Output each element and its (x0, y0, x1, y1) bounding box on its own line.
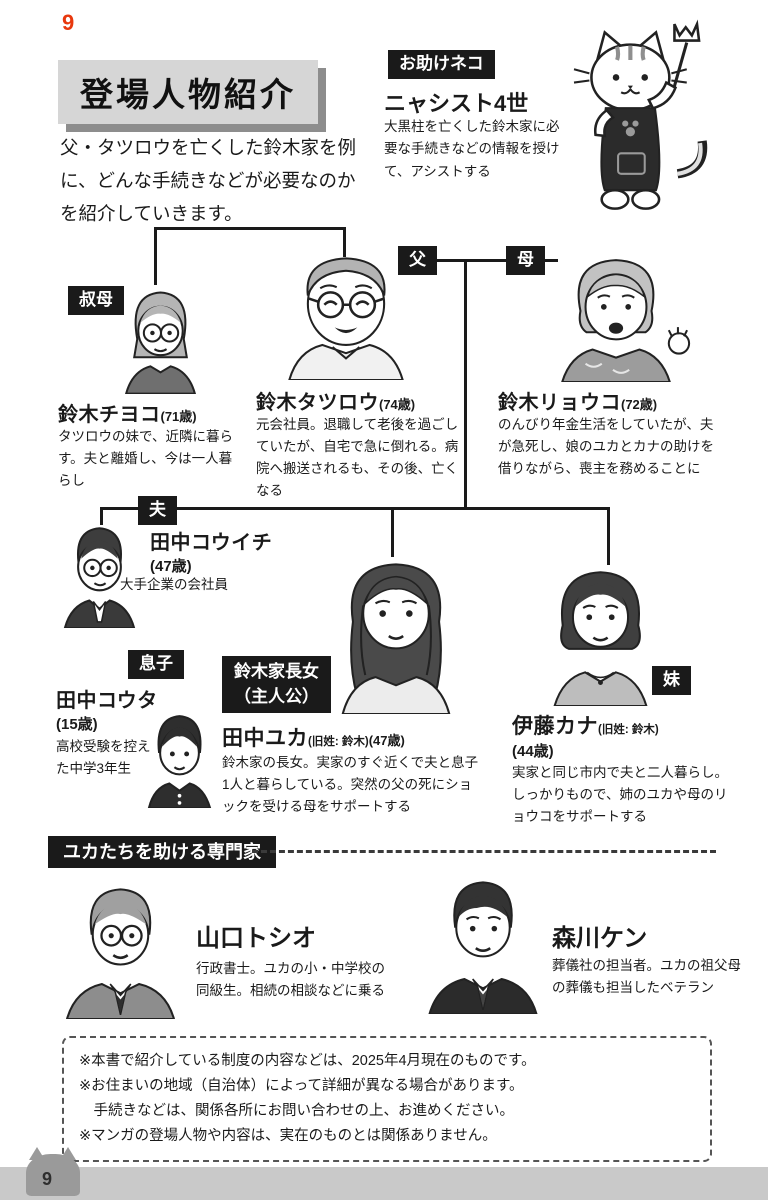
tag-sister: 妹 (652, 666, 691, 695)
desc-ryouko: のんびり年金生活をしていたが、夫が急死し、娘のユカとカナの助けを借りながら、喪主… (498, 417, 714, 476)
tag-mother: 母 (506, 246, 545, 275)
disclaimer-line: ※本書で紹介している制度の内容などは、2025年4月現在のものです。 (79, 1053, 536, 1069)
crown-wand-icon (671, 19, 701, 91)
desc-yuka: 鈴木家の長女。実家のすぐ近くで夫と息子1人と暮らしている。突然の父の死にショック… (222, 755, 479, 814)
portrait-yuka (341, 563, 451, 714)
page-title-text: 登場人物紹介 (80, 76, 296, 113)
page-title: 登場人物紹介 (58, 60, 318, 124)
tree-line-parents-couple (430, 259, 558, 262)
tree-line-to-husband (100, 507, 103, 525)
cat-arm-left (593, 108, 615, 138)
portrait-kouichi (63, 527, 136, 628)
portrait-chiyoko (124, 291, 197, 394)
tree-line-to-protagonist (391, 507, 394, 557)
name-yuka: 田中ユカ(旧姓: 鈴木)(47歳) (222, 727, 405, 750)
tag-protagonist: 鈴木家長女 （主人公） (222, 656, 331, 714)
desc-chiyoko: タツロウの妹で、近隣に暮らす。夫と離婚し、今は一人暮らし (58, 429, 233, 488)
name-kana: 伊藤カナ(旧姓: 鈴木) (44歳) (512, 715, 659, 760)
cat-arm-right (647, 80, 678, 110)
desc-yamaguchi: 行政書士。ユカの小・中学校の同級生。相続の相談などに乗る (196, 961, 385, 998)
disclaimer-box: ※本書で紹介している制度の内容などは、2025年4月現在のものです。 ※お住まい… (62, 1036, 712, 1162)
footer-cat-shape (26, 1154, 80, 1196)
tree-line-to-aunt (154, 227, 157, 285)
tag-husband: 夫 (138, 496, 177, 525)
desc-kana: 実家と同じ市内で夫と二人暮らし。しっかりもので、姉のユカや母のリョウコをサポート… (512, 765, 728, 824)
name-chiyoko: 鈴木チヨコ(71歳) (58, 404, 197, 426)
intro-text: 父・タツロウを亡くした鈴木家を例に、どんな手続きなどが必要なのかを紹介していきま… (60, 137, 357, 224)
portrait-kana (553, 571, 648, 706)
tag-father: 父 (398, 246, 437, 275)
name-kouta: 田中コウタ (15歳) (56, 690, 158, 733)
disclaimer-line: 手続きなどは、関係各所にお問い合わせの上、お進めください。 (79, 1102, 514, 1119)
portrait-yamaguchi (65, 888, 176, 1019)
name-ryouko: 鈴木リョウコ(72歳) (498, 392, 658, 414)
portrait-kouta (147, 715, 212, 808)
name-yamaguchi: 山口トシオ (196, 925, 316, 952)
footer-bar (0, 1167, 768, 1200)
desc-kouta: 高校受験を控えた中学3年生 (56, 739, 151, 776)
helper-cat-tag: お助けネコ (388, 50, 495, 79)
portrait-tatsurou (288, 257, 404, 380)
disclaimer-line: ※お住まいの地域（自治体）によって詳細が異なる場合があります。 (79, 1077, 524, 1094)
desc-morikawa: 葬儀社の担当者。ユカの祖父母の葬儀も担当したベテラン (552, 958, 741, 995)
cat-foot-right (631, 188, 661, 210)
name-morikawa: 森川ケン (552, 925, 648, 952)
portrait-ryouko (561, 259, 691, 382)
cat-foot-left (600, 188, 630, 210)
helper-cat-desc: 大黒柱を亡くした鈴木家に必要な手続きなどの情報を授けて、アシストする (384, 119, 560, 179)
name-tatsurou: 鈴木タツロウ(74歳) (256, 392, 416, 414)
tag-aunt: 叔母 (68, 286, 124, 315)
helper-cat-name: ニャシスト4世 (384, 91, 529, 116)
page-number-top: 9 (62, 10, 75, 35)
experts-heading: ユカたちを助ける専門家 (48, 836, 276, 869)
tree-line-children (100, 507, 610, 510)
helper-cat-illustration (573, 19, 708, 210)
page-number-bottom: 9 (42, 1169, 53, 1189)
tree-line-to-sister (607, 507, 610, 565)
experts-divider (252, 850, 716, 853)
tree-line-siblings (154, 227, 346, 230)
disclaimer-line: ※マンガの登場人物や内容は、実在のものとは関係ありません。 (79, 1127, 497, 1144)
portrait-morikawa (428, 881, 538, 1014)
desc-kouichi: 大手企業の会社員 (120, 577, 228, 592)
name-kouichi: 田中コウイチ (47歳) (150, 532, 273, 575)
tree-line-parents-drop (464, 259, 467, 509)
tree-line-to-father (343, 227, 346, 257)
desc-tatsurou: 元会社員。退職して老後を過ごしていたが、自宅で急に倒れる。病院へ搬送されるも、そ… (256, 417, 459, 498)
tag-son: 息子 (128, 650, 184, 679)
